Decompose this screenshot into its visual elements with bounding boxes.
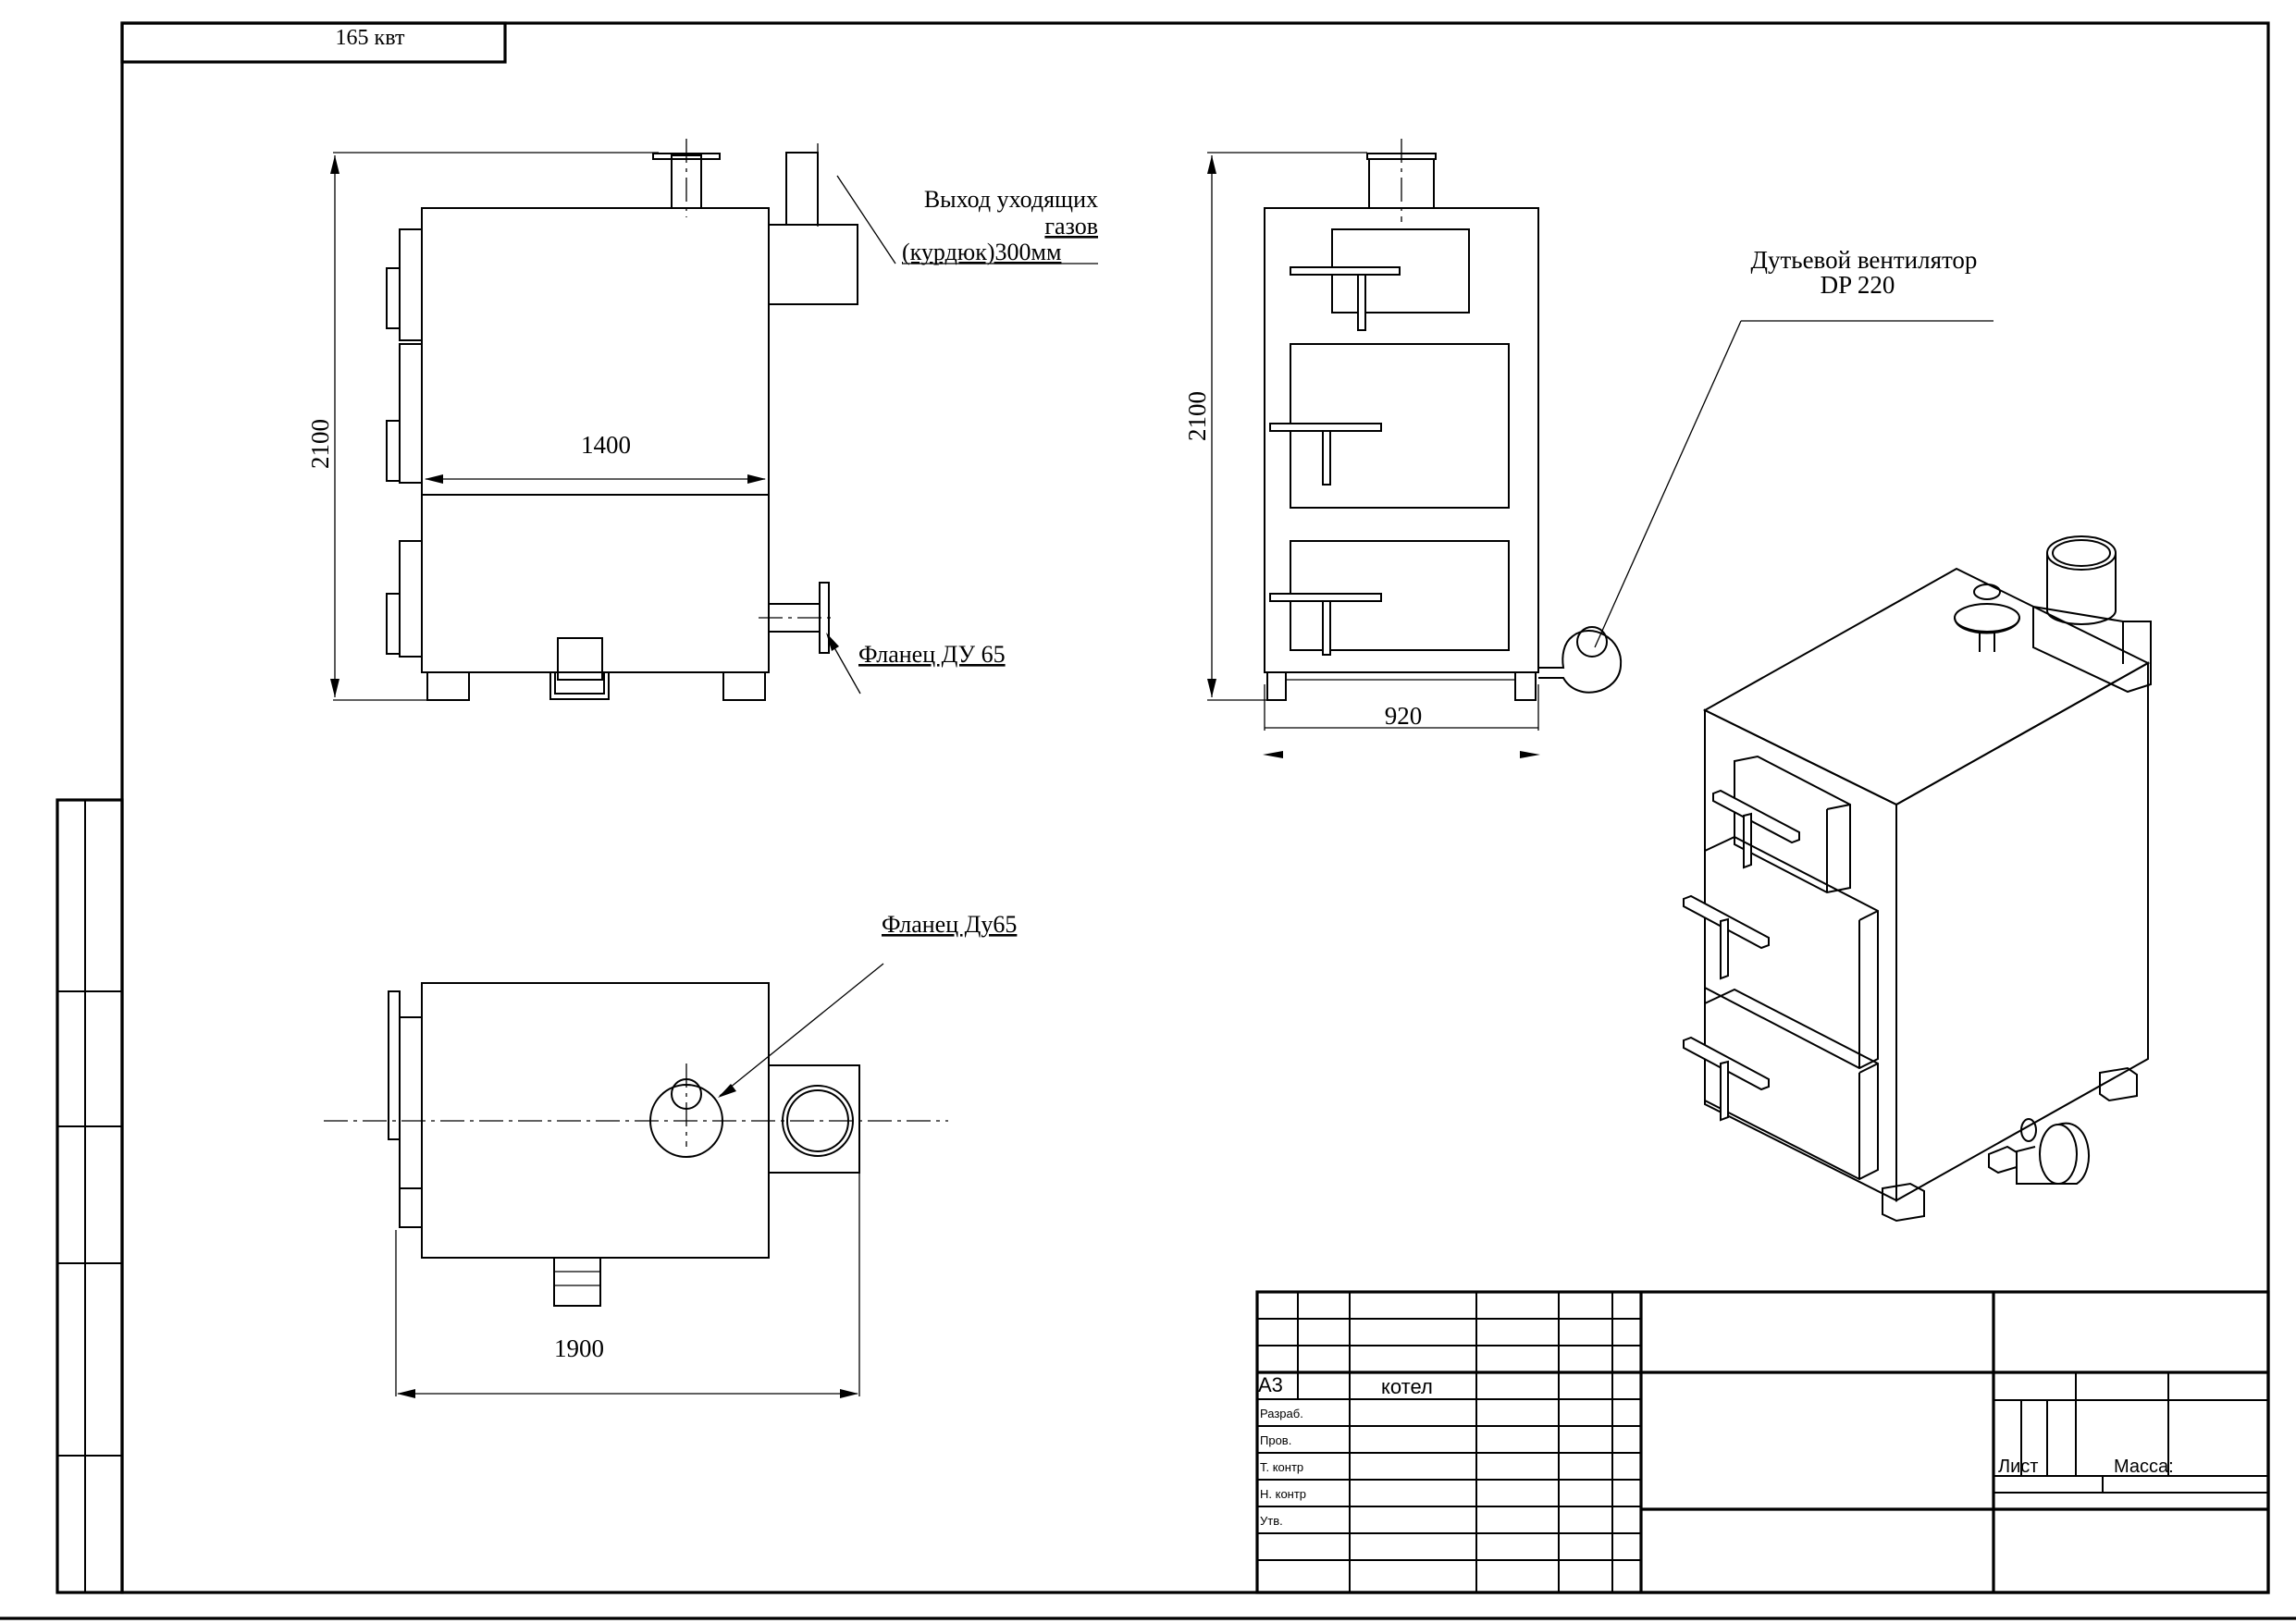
fan-callout-line1: Дутьевой вентилятор (1751, 246, 1978, 274)
mass-label: Масса: (2114, 1457, 2174, 1477)
row-label-approved: Утв. (1260, 1514, 1283, 1528)
front-width-dimension: 920 (1385, 702, 1423, 730)
flange-top-callout: Фланец Ду65 (882, 911, 1017, 938)
side-width-dimension: 1400 (581, 431, 631, 459)
exhaust-callout-line1: Выход уходящих (924, 186, 1098, 213)
title-block (1255, 1290, 2270, 1594)
side-height-dimension: 2100 (306, 419, 334, 469)
exhaust-callout-line3: (курдюк)300мм (902, 239, 1061, 265)
row-label-checked: Пров. (1260, 1433, 1291, 1447)
row-label-developed: Разраб. (1260, 1407, 1303, 1420)
isometric-view (1683, 535, 2152, 1223)
flange-side-callout: Фланец ДУ 65 (858, 641, 1006, 668)
side-view (330, 139, 896, 701)
exhaust-callout-line2: газов (1044, 213, 1098, 240)
power-rating-label: 165 квт (336, 26, 405, 50)
fan-callout-line2: DP 220 (1821, 271, 1895, 299)
front-height-dimension: 2100 (1183, 391, 1211, 441)
format-label: А3 (1258, 1373, 1283, 1396)
top-width-dimension: 1900 (554, 1334, 604, 1362)
drawing-frame (0, 21, 2296, 1620)
drawing-name: котел (1381, 1375, 1433, 1398)
row-label-tech-control: Т. контр (1260, 1460, 1303, 1474)
front-view (1207, 139, 1994, 758)
row-label-norm-control: Н. контр (1260, 1487, 1306, 1501)
top-view (324, 963, 948, 1398)
sheet-label: Лист (1998, 1457, 2038, 1477)
